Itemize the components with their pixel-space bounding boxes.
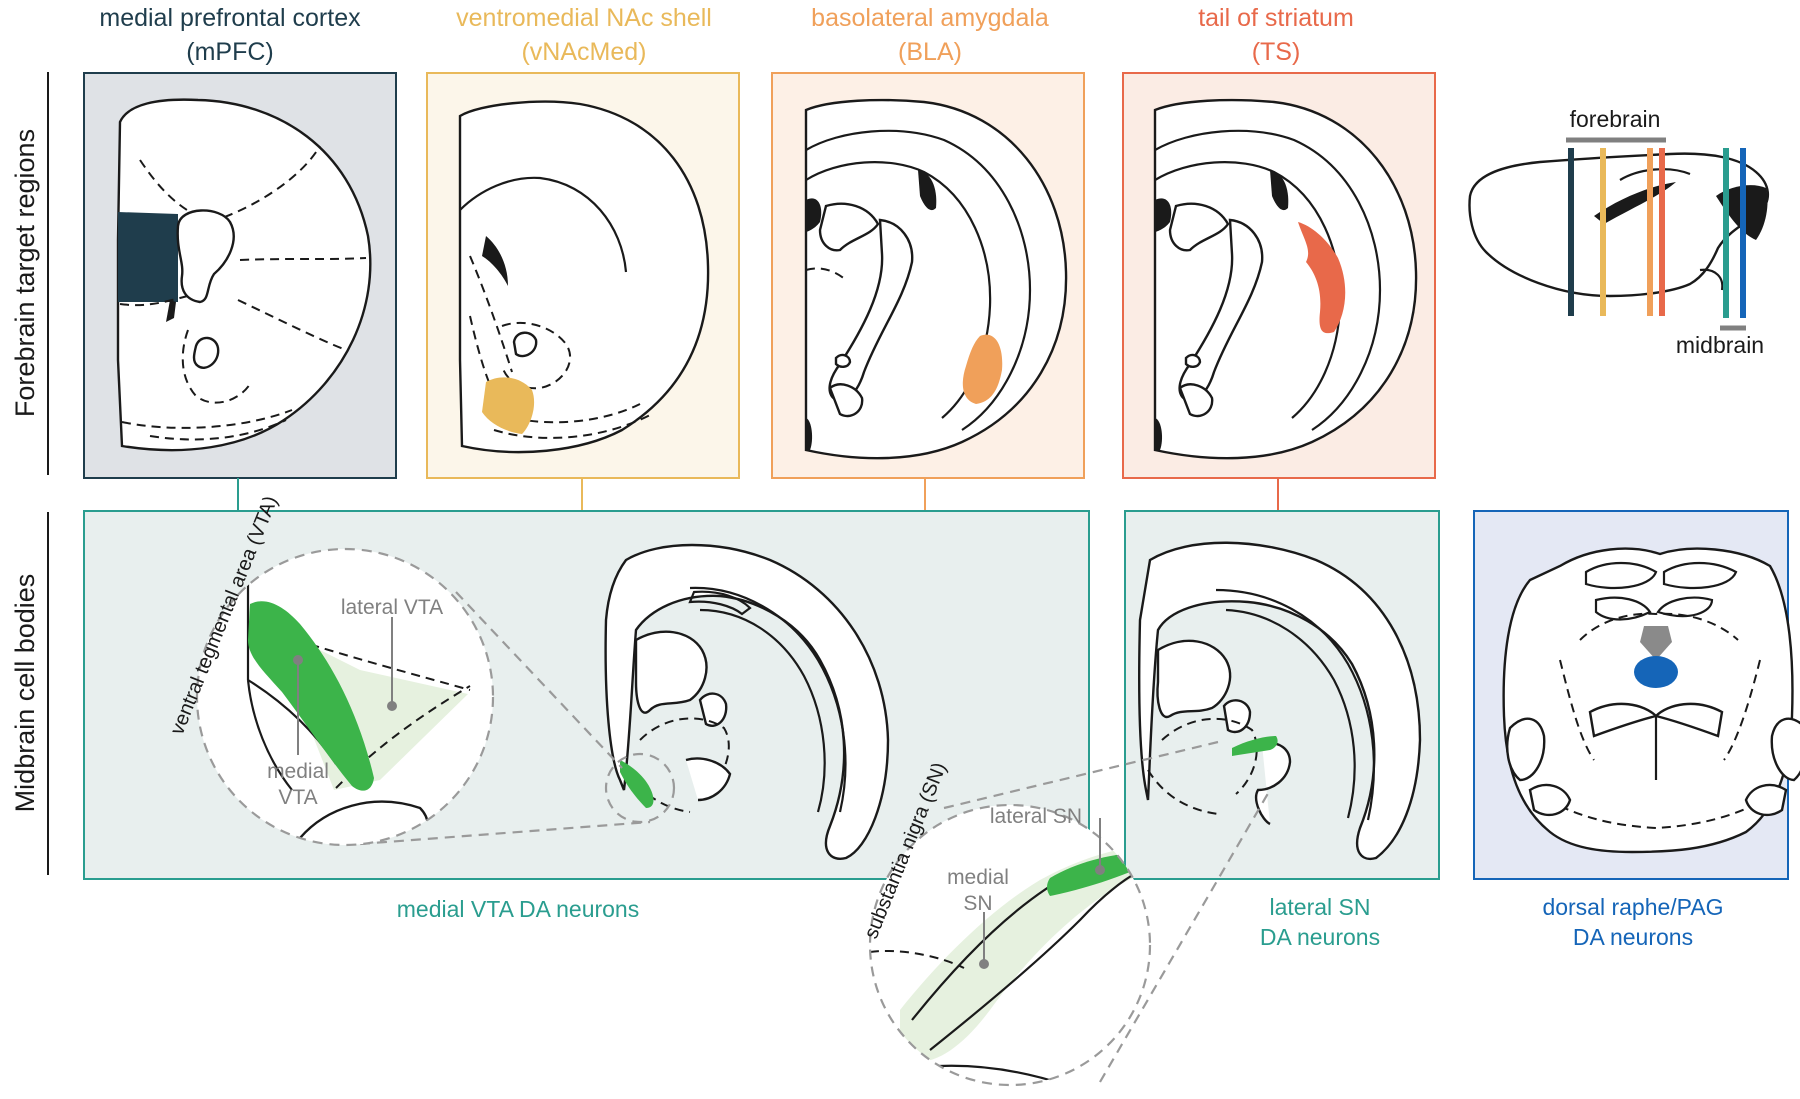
sn-medial-region <box>900 844 1150 1063</box>
lateral-sn-label: lateral SN <box>990 805 1082 828</box>
dr-section-outline <box>1502 547 1794 854</box>
medial-sn-label-2: SN <box>963 892 992 915</box>
mpfc-section <box>116 98 372 452</box>
sn-caption-line2: DA neurons <box>1260 924 1380 950</box>
dorsal-raphe-section <box>1502 547 1800 854</box>
mpfc-outline <box>116 98 372 452</box>
panel-connectors <box>237 478 1279 510</box>
header-ts-abbr: (TS) <box>1252 38 1301 66</box>
vta-medial-region <box>248 601 374 791</box>
midbrain-side-label: Midbrain cell bodies <box>10 574 40 813</box>
medial-sn-label-1: medial <box>947 866 1009 889</box>
dr-caption-line2: DA neurons <box>1573 924 1693 950</box>
header-vnacmed-name: ventromedial NAc shell <box>456 4 712 32</box>
lateral-vta-dot <box>387 701 397 711</box>
side-labels: Forebrain target regions Midbrain cell b… <box>10 72 49 875</box>
sn-caption-line1: lateral SN <box>1270 894 1371 920</box>
header-ts-name: tail of striatum <box>1198 4 1354 32</box>
ts-section <box>1153 98 1418 460</box>
vnacmed-outline <box>458 100 710 454</box>
vta-section <box>604 543 890 860</box>
dr-pag-region <box>1640 626 1672 660</box>
bla-region <box>962 334 1003 404</box>
vta-section-outline <box>604 543 890 860</box>
target-headers: medial prefrontal cortex (mPFC) ventrome… <box>99 4 1353 66</box>
vnacmed-region <box>482 377 535 434</box>
sagittal-forebrain-label: forebrain <box>1570 106 1661 132</box>
medial-vta-label-2: VTA <box>278 786 317 809</box>
header-bla-name: basolateral amygdala <box>811 4 1049 32</box>
lateral-vta-label: lateral VTA <box>341 596 443 619</box>
vta-caption: medial VTA DA neurons <box>397 896 639 922</box>
vnacmed-section <box>458 100 710 454</box>
forebrain-side-label: Forebrain target regions <box>10 129 40 417</box>
vta-region-small <box>620 760 654 808</box>
header-vnacmed-abbr: (vNAcMed) <box>521 38 646 66</box>
ts-region <box>1298 222 1346 334</box>
sagittal-schematic: forebrain midbrain <box>1468 106 1769 358</box>
dr-raphe-region <box>1634 656 1678 688</box>
header-mpfc-name: medial prefrontal cortex <box>99 4 361 32</box>
sn-region-small <box>1232 736 1278 756</box>
medial-sn-dot <box>979 959 989 969</box>
header-bla-abbr: (BLA) <box>898 38 962 66</box>
mpfc-region <box>118 212 178 302</box>
bla-section <box>804 98 1068 460</box>
header-mpfc-abbr: (mPFC) <box>186 38 273 66</box>
sagittal-midbrain-label: midbrain <box>1676 332 1764 358</box>
lateral-sn-dot <box>1095 865 1105 875</box>
medial-vta-dot <box>293 655 303 665</box>
sn-section-outline <box>1138 541 1422 861</box>
vta-inset: lateral VTA medial VTA ventral tegmental… <box>166 493 651 847</box>
medial-vta-label-1: medial <box>267 760 329 783</box>
dr-caption-line1: dorsal raphe/PAG <box>1542 894 1723 920</box>
